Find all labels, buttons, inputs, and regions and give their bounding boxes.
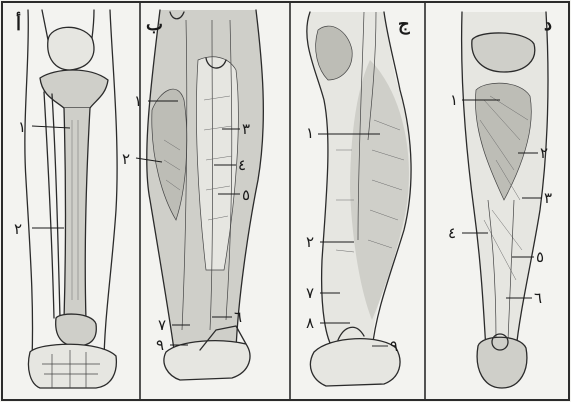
panel-a-letter: أ: [16, 12, 21, 35]
panel-d-label-5: ٥: [536, 248, 544, 266]
panel-c-label-1: ١: [306, 124, 314, 142]
panel-b-label-3: ٣: [242, 120, 250, 138]
panel-c-label-9: ٩: [390, 337, 398, 355]
panel-b-label-6: ٦: [234, 308, 242, 326]
panel-b-label-9: ٩: [156, 336, 164, 354]
panel-d-label-2: ٢: [540, 144, 548, 162]
panel-b-label-1: ١: [134, 92, 142, 110]
panel-b-letter: ب: [146, 14, 163, 35]
panel-b-label-5: ٥: [242, 186, 250, 204]
panel-c-label-2: ٢: [306, 233, 314, 251]
panel-b-label-2: ٢: [122, 150, 130, 168]
panel-d-label-3: ٣: [544, 189, 552, 207]
panel-d-label-4: ٤: [448, 224, 456, 242]
panel-d-letter: د: [544, 14, 552, 35]
panel-d-label-6: ٦: [534, 289, 542, 307]
panel-a-label-2: ٢: [14, 220, 22, 238]
panel-a-label-1: ١: [18, 118, 26, 136]
panel-b-label-4: ٤: [238, 156, 246, 174]
panel-c-label-7: ٧: [306, 284, 314, 302]
panel-c-label-8: ٨: [306, 314, 314, 332]
panel-d-label-1: ١: [450, 91, 458, 109]
panel-c-letter: ج: [398, 14, 410, 35]
panel-b-label-7: ٧: [158, 316, 166, 334]
